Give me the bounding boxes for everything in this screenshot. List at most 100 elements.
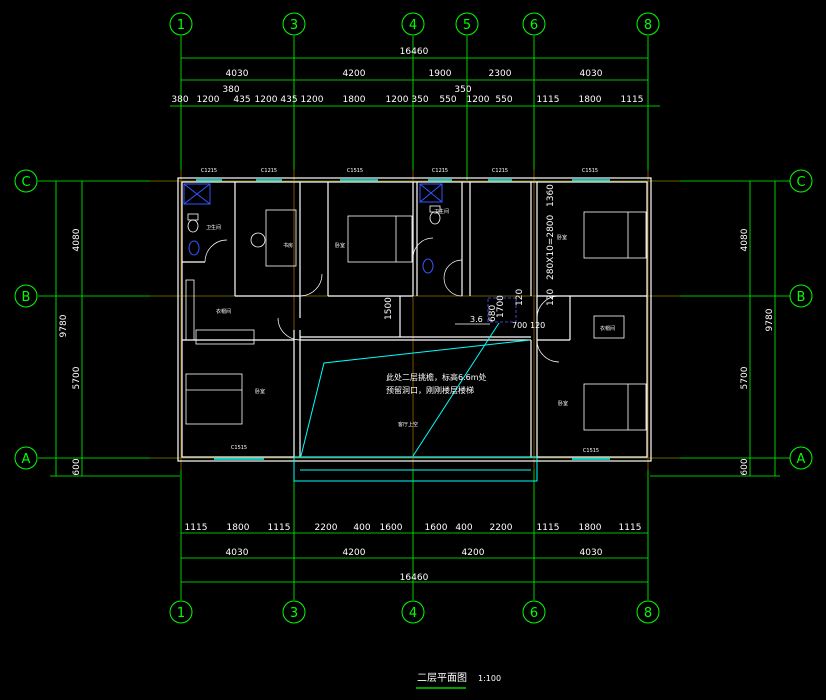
drawing-label: 3: [290, 606, 298, 621]
room-storage: 衣帽间: [600, 325, 615, 332]
drawing-label: 1360: [546, 184, 556, 207]
dim-bottom-total: 16460: [400, 573, 429, 583]
drawing-label: 1800: [227, 523, 250, 533]
grid-bubbles-side: [14, 169, 813, 470]
grid-label-3: 3: [290, 18, 298, 33]
drawing-label: 280X10=2800: [546, 214, 556, 280]
drawing-label: 120: [546, 289, 556, 306]
drawing-label: 1200: [386, 95, 409, 105]
drawing-label: 550: [439, 95, 456, 105]
left-dimension-lines: [50, 181, 780, 477]
drawing-label: 550: [495, 95, 512, 105]
drawing-label: 350: [454, 85, 471, 95]
drawing-label: 2200: [315, 523, 338, 533]
drawing-label: 6: [530, 606, 538, 621]
drawing-label: 5700: [72, 366, 82, 389]
bath-fixtures-2: [419, 183, 443, 274]
grid-bubble-labels-bottom: 1 3 4 6 8: [177, 606, 652, 621]
drawing-label: C1515: [347, 168, 363, 174]
drawing-label: 380: [171, 95, 188, 105]
drawing-label: 1500: [384, 297, 394, 320]
drawing-label: 9780: [765, 308, 775, 331]
room-bedroom2: 卧室: [557, 234, 567, 241]
top-dimension-text: 16460 4030 4200 1900 2300 4030 380 350 3…: [171, 47, 643, 105]
grid-bubbles-top: [169, 12, 660, 36]
bottom-dimension-text: 1115 1800 1115 2200 400 1600 1600 400 22…: [185, 523, 642, 583]
room-bedroom4: 卧室: [558, 400, 568, 407]
room-bedroom3: 卧室: [255, 388, 265, 395]
drawing-label: 4200: [462, 548, 485, 558]
drawing-label: 4030: [580, 548, 603, 558]
drawing-label: 1600: [380, 523, 403, 533]
drawing-label: 1200: [255, 95, 278, 105]
side-dimension-text: 9780 4080 5700 600 9780 4080 5700 600: [59, 228, 775, 475]
grid-bubble-labels-side: C B A C B A: [21, 175, 805, 467]
grid-lines-vertical: [180, 36, 649, 600]
bath-fixtures-1: [183, 183, 211, 256]
void-note-2: 预留洞口，刚刚楼层楼梯: [386, 385, 474, 395]
drawing-label: 4080: [740, 228, 750, 251]
grid-label-1: 1: [177, 18, 185, 33]
drawing-label: 4030: [226, 548, 249, 558]
drawing-label: 4200: [343, 548, 366, 558]
void-note-1: 此处二层挑檐，标高6.6m处: [386, 372, 487, 382]
drawing-label: C1215: [201, 168, 217, 174]
drawing-label: 1900: [429, 69, 452, 79]
drawing-label: C1215: [432, 168, 448, 174]
drawing-label: B: [797, 290, 806, 305]
drawing-label: A: [22, 452, 31, 467]
room-closet: 衣帽间: [216, 308, 231, 315]
drawing-label: 1115: [619, 523, 642, 533]
drawing-label: A: [797, 452, 806, 467]
drawing-label: 1600: [425, 523, 448, 533]
grid-label-8: 8: [644, 18, 652, 33]
drawing-label: 1800: [579, 95, 602, 105]
drawing-label: 1800: [343, 95, 366, 105]
grid-bubble-labels-top: 1 3 4 5 6 8: [177, 18, 652, 33]
drawing-label: 4080: [72, 228, 82, 251]
notes: 3.6 此处二层挑檐，标高6.6m处 预留洞口，刚刚楼层楼梯 1500 680 …: [384, 184, 556, 395]
drawing-label: 1700: [496, 295, 506, 318]
room-study: 书房: [283, 242, 293, 249]
drawing-label: 1115: [268, 523, 291, 533]
drawing-label: 400: [353, 523, 370, 533]
grid-label-4: 4: [409, 18, 417, 33]
storage-box: [593, 315, 625, 339]
drawing-label: 680: [488, 305, 498, 322]
drawing-label: 350: [411, 95, 428, 105]
drawing-label: 435: [233, 95, 250, 105]
drawing-label: C: [21, 175, 30, 190]
drawing-label: 120: [530, 321, 545, 330]
drawing-label: 1: [177, 606, 185, 621]
drawing-label: C1515: [582, 168, 598, 174]
drawing-label: C: [796, 175, 805, 190]
window-labels: C1215 C1215 C1515 C1215 C1215 C1515 C151…: [201, 168, 599, 454]
drawing-label: 400: [455, 523, 472, 533]
room-bedroom1: 卧室: [335, 242, 345, 249]
drawing-title-block: 二层平面图 1:100: [416, 672, 501, 689]
drawing-label: 435: [280, 95, 297, 105]
drawing-label: 120: [515, 289, 525, 306]
walls: [177, 177, 652, 462]
stair-marker: [487, 297, 517, 323]
dim-top-total: 16460: [400, 47, 429, 57]
drawing-label: 4200: [343, 69, 366, 79]
drawing-label: 5700: [740, 366, 750, 389]
drawing-label: 4030: [226, 69, 249, 79]
drawing-label: C1515: [231, 445, 247, 451]
door-swings: [204, 237, 560, 363]
grid-lines-horizontal: [38, 180, 790, 459]
drawing-label: 4: [409, 606, 417, 621]
closet-shelves: [185, 279, 255, 345]
drawing-label: 600: [740, 458, 750, 475]
balcony: [293, 456, 538, 482]
drawing-label: 4030: [580, 69, 603, 79]
drawing-label: 8: [644, 606, 652, 621]
drawing-label: 700: [512, 321, 527, 330]
drawing-label: 1115: [621, 95, 644, 105]
drawing-label: 1200: [467, 95, 490, 105]
drawing-scale: 1:100: [478, 674, 501, 683]
top-dimension-lines: [170, 57, 660, 107]
drawing-label: 9780: [59, 314, 69, 337]
